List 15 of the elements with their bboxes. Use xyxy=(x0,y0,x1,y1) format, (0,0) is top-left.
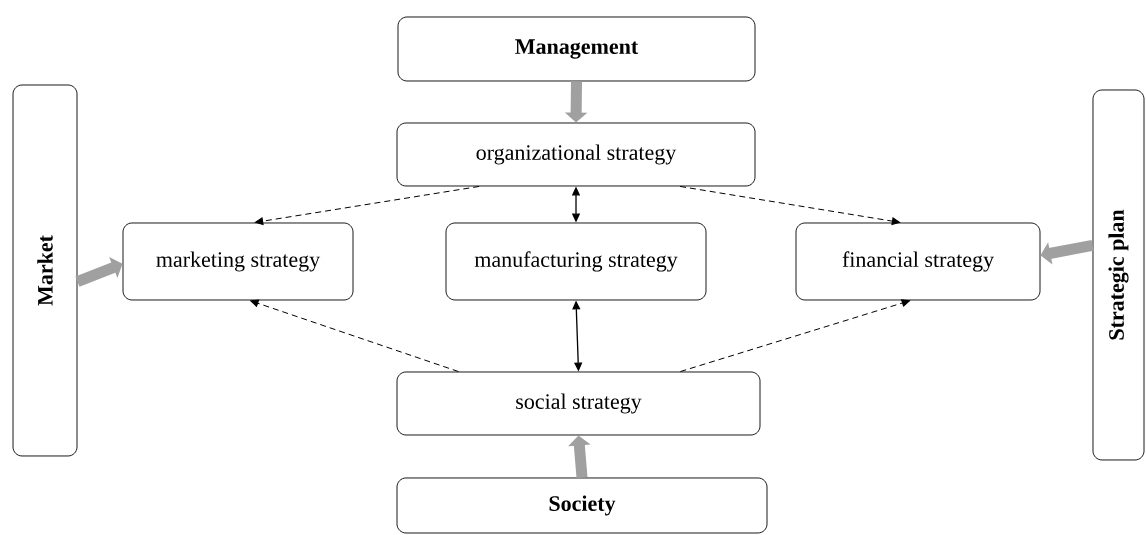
process-box: social strategy xyxy=(396,371,761,436)
process-box: manufacturing strategy xyxy=(445,222,707,301)
dashed-arrow xyxy=(250,299,459,373)
dashed-arrow xyxy=(679,185,901,225)
process-box: Management xyxy=(397,16,756,82)
process-box: organizational strategy xyxy=(396,122,756,187)
process-box: Society xyxy=(396,477,768,534)
process-box: Market xyxy=(12,84,78,457)
block-arrow xyxy=(1040,239,1094,265)
dashed-arrow xyxy=(254,185,480,225)
process-box: financial strategy xyxy=(795,222,1041,301)
block-arrow xyxy=(75,257,123,287)
process-box: Strategic plan xyxy=(1092,89,1145,461)
process-box: marketing strategy xyxy=(122,222,354,301)
dashed-arrow xyxy=(679,299,910,373)
